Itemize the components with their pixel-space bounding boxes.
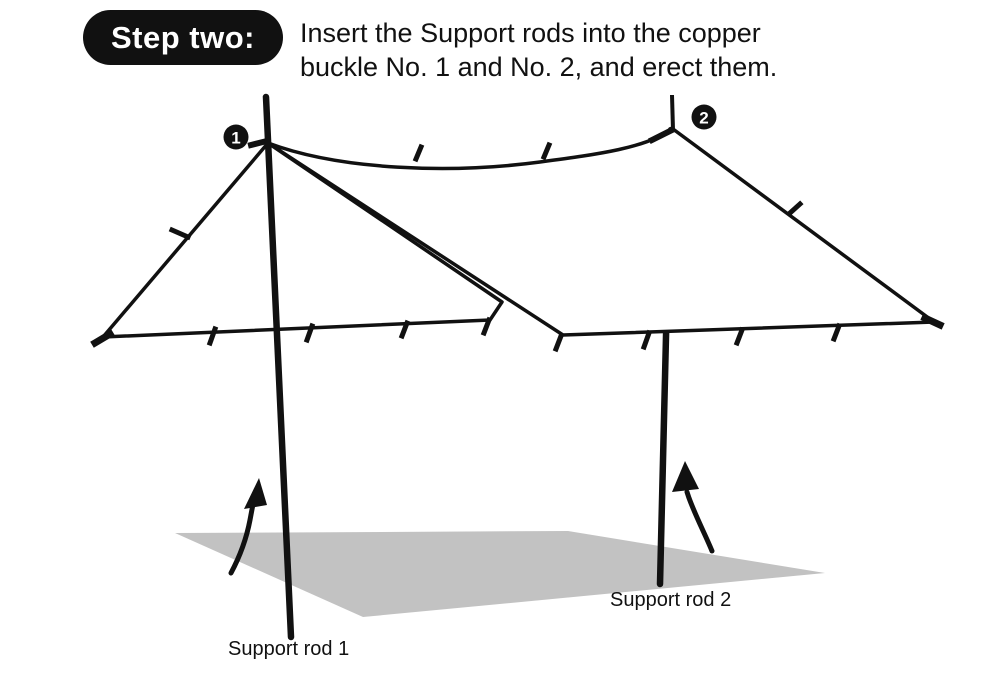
instruction-text: Insert the Support rods into the copper … [300, 16, 880, 84]
erect-arrow-2-icon [672, 461, 715, 554]
step-badge-label: Step two: [111, 19, 255, 55]
erect-arrow-1-icon [228, 478, 267, 576]
instruction-line-2: buckle No. 1 and No. 2, and erect them. [300, 52, 778, 82]
support-rod-2-label: Support rod 2 [610, 589, 732, 611]
support-rod-1-label: Support rod 1 [228, 638, 350, 660]
marker-1-number: 1 [231, 129, 240, 148]
support-rod-1 [262, 93, 295, 641]
marker-2-number: 2 [699, 109, 708, 128]
tarp-canopy [101, 127, 936, 339]
guyline-tabs [90, 125, 945, 353]
pole-2-tip [670, 94, 675, 131]
marker-2-badge: 2 [691, 104, 717, 130]
instruction-line-1: Insert the Support rods into the copper [300, 18, 761, 48]
marker-1-badge: 1 [223, 124, 249, 150]
step-badge: Step two: [83, 10, 283, 65]
